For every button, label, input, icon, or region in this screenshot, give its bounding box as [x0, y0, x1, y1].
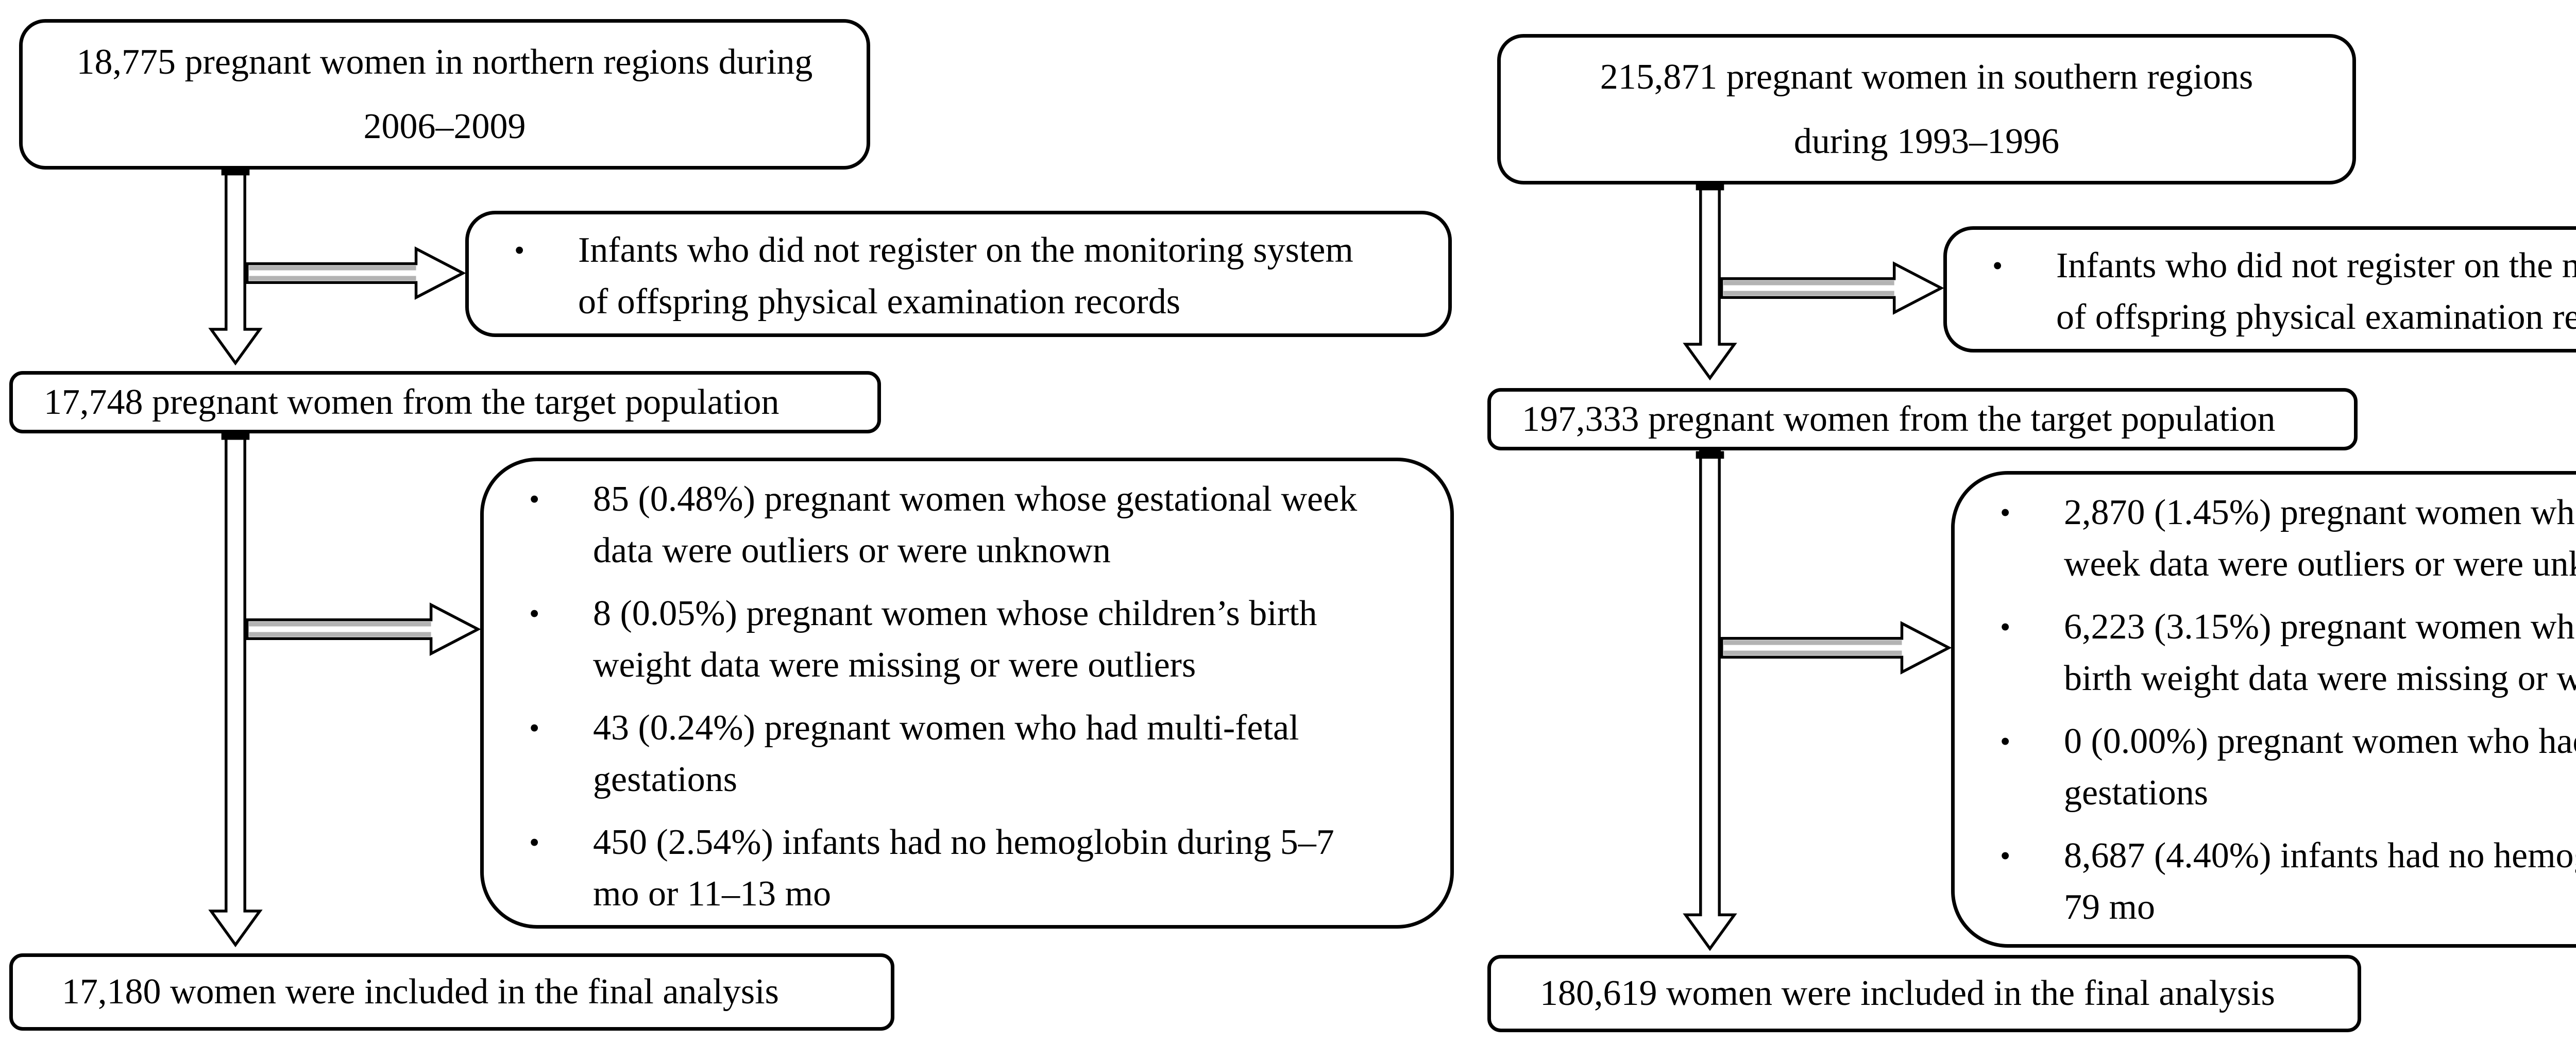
list-item: • 0 (0.00%) pregnant women who had multi… — [2000, 716, 2576, 819]
box-text-line: 180,619 women were included in the final… — [1540, 973, 2275, 1013]
south-right-arrow-2 — [1720, 621, 1952, 675]
bullet-text-line: 8 (0.05%) pregnant women whose children’… — [593, 594, 1317, 633]
bullet-text-line: 79 mo — [2064, 887, 2155, 927]
bullet-text-line: gestations — [593, 760, 737, 799]
list-item: • 8,687 (4.40%) infants had no hemoglobi… — [2000, 830, 2576, 933]
north-right-arrow-2 — [245, 602, 481, 656]
list-item: • 43 (0.24%) pregnant women who had mult… — [529, 702, 1450, 805]
bullet-text-line: gestations — [2064, 773, 2208, 813]
box-text-line: 17,180 women were included in the final … — [62, 972, 779, 1012]
bullet-icon: • — [529, 711, 540, 745]
south-exclusion-box-2: • 2,870 (1.45%) pregnant women whose ges… — [1951, 471, 2576, 948]
north-right-arrow-1 — [245, 246, 466, 300]
list-item: • 450 (2.54%) infants had no hemoglobin … — [529, 817, 1450, 920]
bullet-text-line: of offspring physical examination record… — [578, 282, 1180, 322]
south-right-arrow-1 — [1720, 261, 1944, 315]
south-down-arrow-1 — [1683, 181, 1737, 381]
list-item: • 2,870 (1.45%) pregnant women whose ges… — [2000, 487, 2576, 590]
bullet-icon: • — [529, 826, 540, 859]
bullet-text-line: 43 (0.24%) pregnant women who had multi-… — [593, 708, 1299, 748]
box-text-line: 17,748 pregnant women from the target po… — [44, 382, 779, 422]
north-exclusion-box-2: • 85 (0.48%) pregnant women whose gestat… — [480, 458, 1454, 929]
north-exclusion-box-1: • Infants who did not register on the mo… — [465, 211, 1452, 337]
bullet-text-line: weight data were missing or were outlier… — [593, 645, 1196, 685]
box-text-line: 197,333 pregnant women from the target p… — [1522, 399, 2276, 439]
south-source-box: 215,871 pregnant women in southern regio… — [1497, 34, 2356, 184]
bullet-text-line: 450 (2.54%) infants had no hemoglobin du… — [593, 822, 1334, 862]
bullet-text-line: 0 (0.00%) pregnant women who had multi-f… — [2064, 721, 2576, 761]
box-text-line: 18,775 pregnant women in northern region… — [76, 42, 813, 82]
north-source-box: 18,775 pregnant women in northern region… — [19, 19, 870, 170]
bullet-text-line: Infants who did not register on the moni… — [2056, 246, 2576, 285]
box-text-line: 215,871 pregnant women in southern regio… — [1600, 57, 2253, 97]
south-down-arrow-2 — [1683, 449, 1737, 951]
bullet-icon: • — [529, 597, 540, 630]
south-final-analysis-box: 180,619 women were included in the final… — [1487, 955, 2361, 1032]
bullet-icon: • — [2000, 610, 2011, 644]
bullet-text-line: birth weight data were missing or were o… — [2064, 659, 2576, 698]
bullet-text-line: data were outliers or were unknown — [593, 531, 1111, 570]
north-target-population-box: 17,748 pregnant women from the target po… — [9, 371, 881, 433]
bullet-text-line: week data were outliers or were unknown — [2064, 544, 2576, 584]
bullet-text-line: 2,870 (1.45%) pregnant women whose gesta… — [2064, 493, 2576, 532]
south-target-population-box: 197,333 pregnant women from the target p… — [1487, 388, 2358, 450]
list-item: • 8 (0.05%) pregnant women whose childre… — [529, 588, 1450, 691]
box-text-line: 2006–2009 — [363, 107, 526, 146]
list-item: • 6,223 (3.15%) pregnant women whose chi… — [2000, 601, 2576, 704]
bullet-icon: • — [514, 233, 525, 267]
north-down-arrow-2 — [208, 431, 263, 948]
bullet-icon: • — [2000, 839, 2011, 872]
bullet-icon: • — [2000, 496, 2011, 529]
box-text-line: during 1993–1996 — [1793, 122, 2060, 161]
bullet-icon: • — [2000, 725, 2011, 758]
bullet-icon: • — [1992, 249, 2003, 282]
bullet-text-line: of offspring physical examination record… — [2056, 297, 2576, 337]
bullet-text-line: 8,687 (4.40%) infants had no hemoglobin … — [2064, 836, 2576, 876]
bullet-text-line: mo or 11–13 mo — [593, 874, 832, 914]
bullet-text-line: 6,223 (3.15%) pregnant women whose child… — [2064, 607, 2576, 647]
north-final-analysis-box: 17,180 women were included in the final … — [9, 953, 894, 1031]
bullet-icon: • — [529, 482, 540, 516]
north-down-arrow-1 — [208, 166, 263, 366]
list-item: • 85 (0.48%) pregnant women whose gestat… — [529, 474, 1450, 577]
bullet-text-line: 85 (0.48%) pregnant women whose gestatio… — [593, 479, 1358, 519]
bullet-text-line: Infants who did not register on the moni… — [578, 230, 1353, 270]
list-item: • Infants who did not register on the mo… — [514, 225, 1448, 328]
